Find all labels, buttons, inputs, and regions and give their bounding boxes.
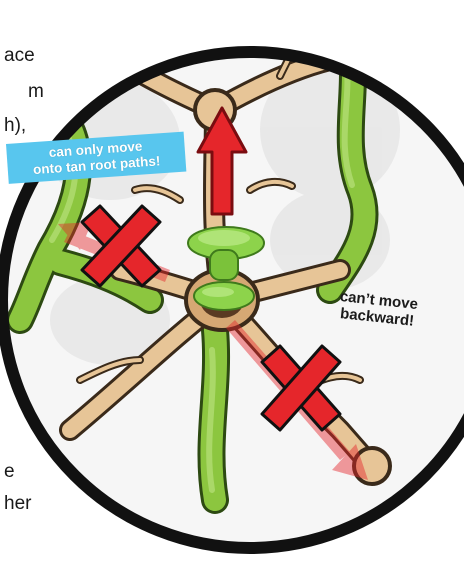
magnified-board-scene (0, 0, 464, 576)
lens-content (0, 0, 464, 576)
